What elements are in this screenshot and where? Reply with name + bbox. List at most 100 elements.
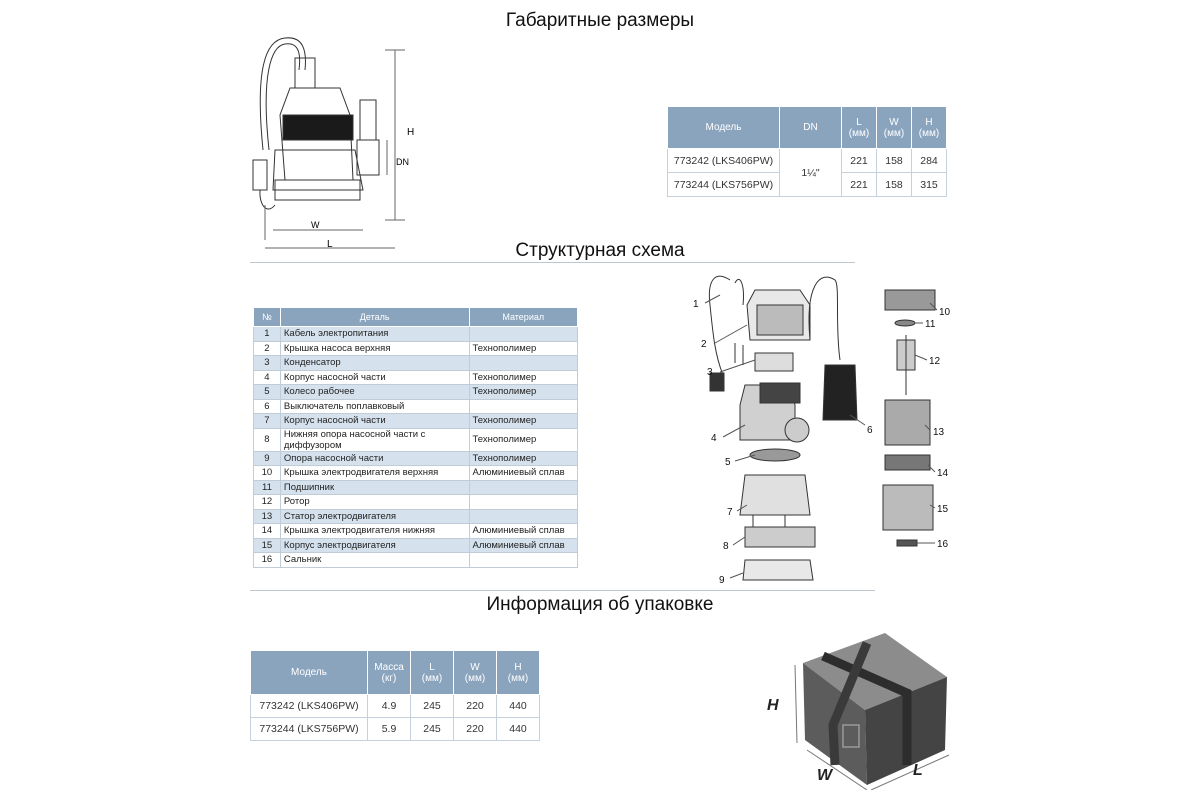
- number-cell: 4: [253, 369, 281, 385]
- w-cell: 220: [453, 694, 497, 718]
- th-material: Материал: [468, 307, 578, 327]
- part-cell: Кабель электропитания: [279, 326, 470, 342]
- part-cell: Выключатель поплавковый: [279, 398, 470, 414]
- material-cell: [468, 508, 578, 524]
- mass-cell: 5.9: [367, 717, 411, 741]
- material-cell: [468, 552, 578, 568]
- diagram-number: 5: [725, 457, 731, 468]
- h-label: H: [407, 127, 414, 138]
- th-w: W (мм): [453, 650, 497, 695]
- dimensions-heading: Габаритные размеры: [505, 10, 695, 31]
- model-cell: 773244 (LKS756PW): [667, 172, 780, 197]
- w-cell: 158: [876, 148, 912, 173]
- mass-cell: 4.9: [367, 694, 411, 718]
- number-cell: 7: [253, 413, 281, 429]
- th-h: H (мм): [496, 650, 540, 695]
- number-cell: 16: [253, 552, 281, 568]
- h-cell: 440: [496, 717, 540, 741]
- number-cell: 13: [253, 508, 281, 524]
- part-cell: Крышка электродвигателя верхняя: [279, 465, 470, 481]
- diagram-number: 14: [937, 468, 949, 479]
- packaging-table: Модель Масса (кг) L (мм) W (мм) H (мм) 7…: [250, 650, 540, 741]
- number-cell: 11: [253, 479, 281, 495]
- part-cell: Колесо рабочее: [279, 384, 470, 400]
- number-cell: 1: [253, 326, 281, 342]
- number-cell: 2: [253, 340, 281, 356]
- part-cell: Ротор: [279, 494, 470, 510]
- number-cell: 5: [253, 384, 281, 400]
- number-cell: 8: [253, 427, 281, 452]
- part-cell: Корпус насосной части: [279, 413, 470, 429]
- diagram-number: 10: [939, 307, 951, 318]
- diagram-number: 11: [925, 319, 936, 330]
- number-cell: 15: [253, 537, 281, 553]
- exploded-diagram: 1 2 3 4 5 6 7 8 9 10 11 12 13 14 15 16: [693, 275, 951, 586]
- part-cell: Конденсатор: [279, 355, 470, 371]
- part-cell: Корпус электродвигателя: [279, 537, 470, 553]
- th-w: W (мм): [876, 106, 912, 149]
- part-cell: Статор электродвигателя: [279, 508, 470, 524]
- th-model: Модель: [667, 106, 780, 149]
- diagram-number: 15: [937, 504, 949, 515]
- th-mass: Масса (кг): [367, 650, 411, 695]
- model-cell: 773242 (LKS406PW): [250, 694, 368, 718]
- material-cell: Технополимер: [468, 369, 578, 385]
- material-cell: Алюминиевый сплав: [468, 465, 578, 481]
- diagram-number: 9: [719, 575, 725, 586]
- box-l-label: L: [913, 762, 923, 779]
- dimensions-table: Модель DN L (мм) W (мм) H (мм) 773242 (L…: [667, 106, 947, 197]
- th-l: L (мм): [841, 106, 877, 149]
- th-part: Деталь: [279, 307, 470, 327]
- material-cell: Алюминиевый сплав: [468, 537, 578, 553]
- table-row: 773244 (LKS756PW) 5.9 245 220 440: [250, 717, 540, 741]
- material-cell: Технополимер: [468, 384, 578, 400]
- diagram-number: 3: [707, 367, 713, 378]
- diagram-number: 1: [693, 299, 699, 310]
- structure-heading: Структурная схема: [515, 240, 685, 261]
- model-cell: 773244 (LKS756PW): [250, 717, 368, 741]
- material-cell: Технополимер: [468, 413, 578, 429]
- table-row: 773242 (LKS406PW) 4.9 245 220 440: [250, 694, 540, 718]
- box-w-label: W: [817, 767, 834, 784]
- material-cell: Алюминиевый сплав: [468, 523, 578, 539]
- th-h: H (мм): [911, 106, 947, 149]
- l-cell: 245: [410, 717, 454, 741]
- material-cell: [468, 479, 578, 495]
- part-cell: Сальник: [279, 552, 470, 568]
- part-cell: Корпус насосной части: [279, 369, 470, 385]
- material-cell: Технополимер: [468, 450, 578, 466]
- diagram-number: 16: [937, 539, 949, 550]
- number-cell: 14: [253, 523, 281, 539]
- th-number: №: [253, 307, 281, 327]
- w-cell: 220: [453, 717, 497, 741]
- part-cell: Крышка электродвигателя нижняя: [279, 523, 470, 539]
- box-h-label: H: [767, 697, 779, 714]
- material-cell: [468, 494, 578, 510]
- h-cell: 284: [911, 148, 947, 173]
- number-cell: 10: [253, 465, 281, 481]
- l-cell: 221: [841, 148, 877, 173]
- part-cell: Подшипник: [279, 479, 470, 495]
- w-cell: 158: [876, 172, 912, 197]
- material-cell: Технополимер: [468, 427, 578, 452]
- dn-cell: 1¼": [779, 148, 842, 197]
- diagram-number: 2: [701, 339, 707, 350]
- number-cell: 12: [253, 494, 281, 510]
- diagram-number: 13: [933, 427, 945, 438]
- material-cell: [468, 398, 578, 414]
- material-cell: [468, 355, 578, 371]
